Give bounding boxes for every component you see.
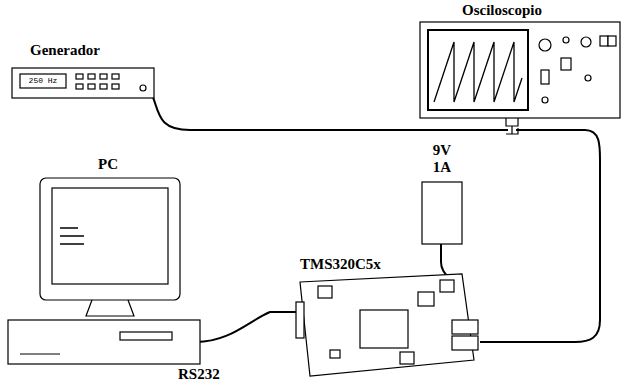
drawing-stroke: [440, 280, 454, 292]
drawing-stroke: [88, 84, 95, 89]
drawing-stroke: [40, 178, 180, 300]
drawing-stroke: [360, 310, 408, 348]
drawing-stroke: [100, 74, 107, 79]
oscilloscope: [420, 22, 620, 134]
drawing-stroke: [452, 336, 478, 350]
drawing-stroke: [561, 58, 571, 70]
drawing-stroke: [100, 84, 107, 89]
drawing-stroke: [88, 74, 95, 79]
drawing-stroke: [542, 97, 548, 103]
drawing-stroke: [112, 84, 119, 89]
drawing-stroke: [418, 292, 434, 306]
drawing-stroke: [112, 74, 119, 79]
drawing-stroke: [120, 332, 172, 340]
drawing-stroke: [452, 320, 478, 334]
drawing-stroke: [20, 353, 60, 354]
drawing-stroke: [400, 352, 414, 364]
drawing-stroke: [422, 182, 462, 244]
drawing-stroke: [330, 350, 340, 358]
drawing-stroke: [52, 188, 168, 284]
display-readout: 250 Hz: [29, 77, 58, 86]
power-rating: 9V 1A: [422, 142, 462, 175]
drawing-stroke: [8, 320, 200, 364]
drawing-stroke: [140, 85, 146, 91]
device-label: Osciloscopio: [462, 2, 542, 19]
power-adapter: [422, 182, 462, 244]
drawing-stroke: [541, 70, 549, 84]
drawing-stroke: [434, 42, 522, 102]
drawing-stroke: [585, 75, 591, 81]
drawing-stroke: [480, 130, 600, 342]
drawing-stroke: [563, 37, 569, 43]
dsp-board: [296, 274, 478, 376]
drawing-stroke: [296, 302, 304, 338]
drawing-stroke: [86, 300, 134, 316]
drawing-stroke: [608, 36, 616, 46]
drawing-stroke: [20, 74, 66, 88]
drawing-stroke: [196, 312, 300, 342]
device-label: PC: [98, 156, 118, 173]
drawing-stroke: [60, 228, 84, 244]
drawing-stroke: [600, 36, 608, 46]
drawing-stroke: [76, 84, 83, 89]
signal-generator: [12, 68, 154, 98]
drawing-stroke: [12, 68, 154, 98]
device-label: TMS320C5x: [300, 256, 381, 273]
port-label: RS232: [178, 366, 220, 383]
generator-buttons: [76, 74, 119, 89]
device-label: Generador: [30, 42, 100, 59]
drawing-stroke: [318, 286, 332, 298]
drawing-stroke: [300, 274, 474, 376]
drawing-stroke: [539, 39, 551, 51]
drawing-stroke: [428, 30, 528, 110]
drawing-stroke: [581, 37, 591, 47]
personal-computer: [8, 178, 200, 364]
drawing-stroke: [76, 74, 83, 79]
drawing-stroke: [506, 118, 518, 134]
drawing-stroke: [420, 22, 620, 118]
